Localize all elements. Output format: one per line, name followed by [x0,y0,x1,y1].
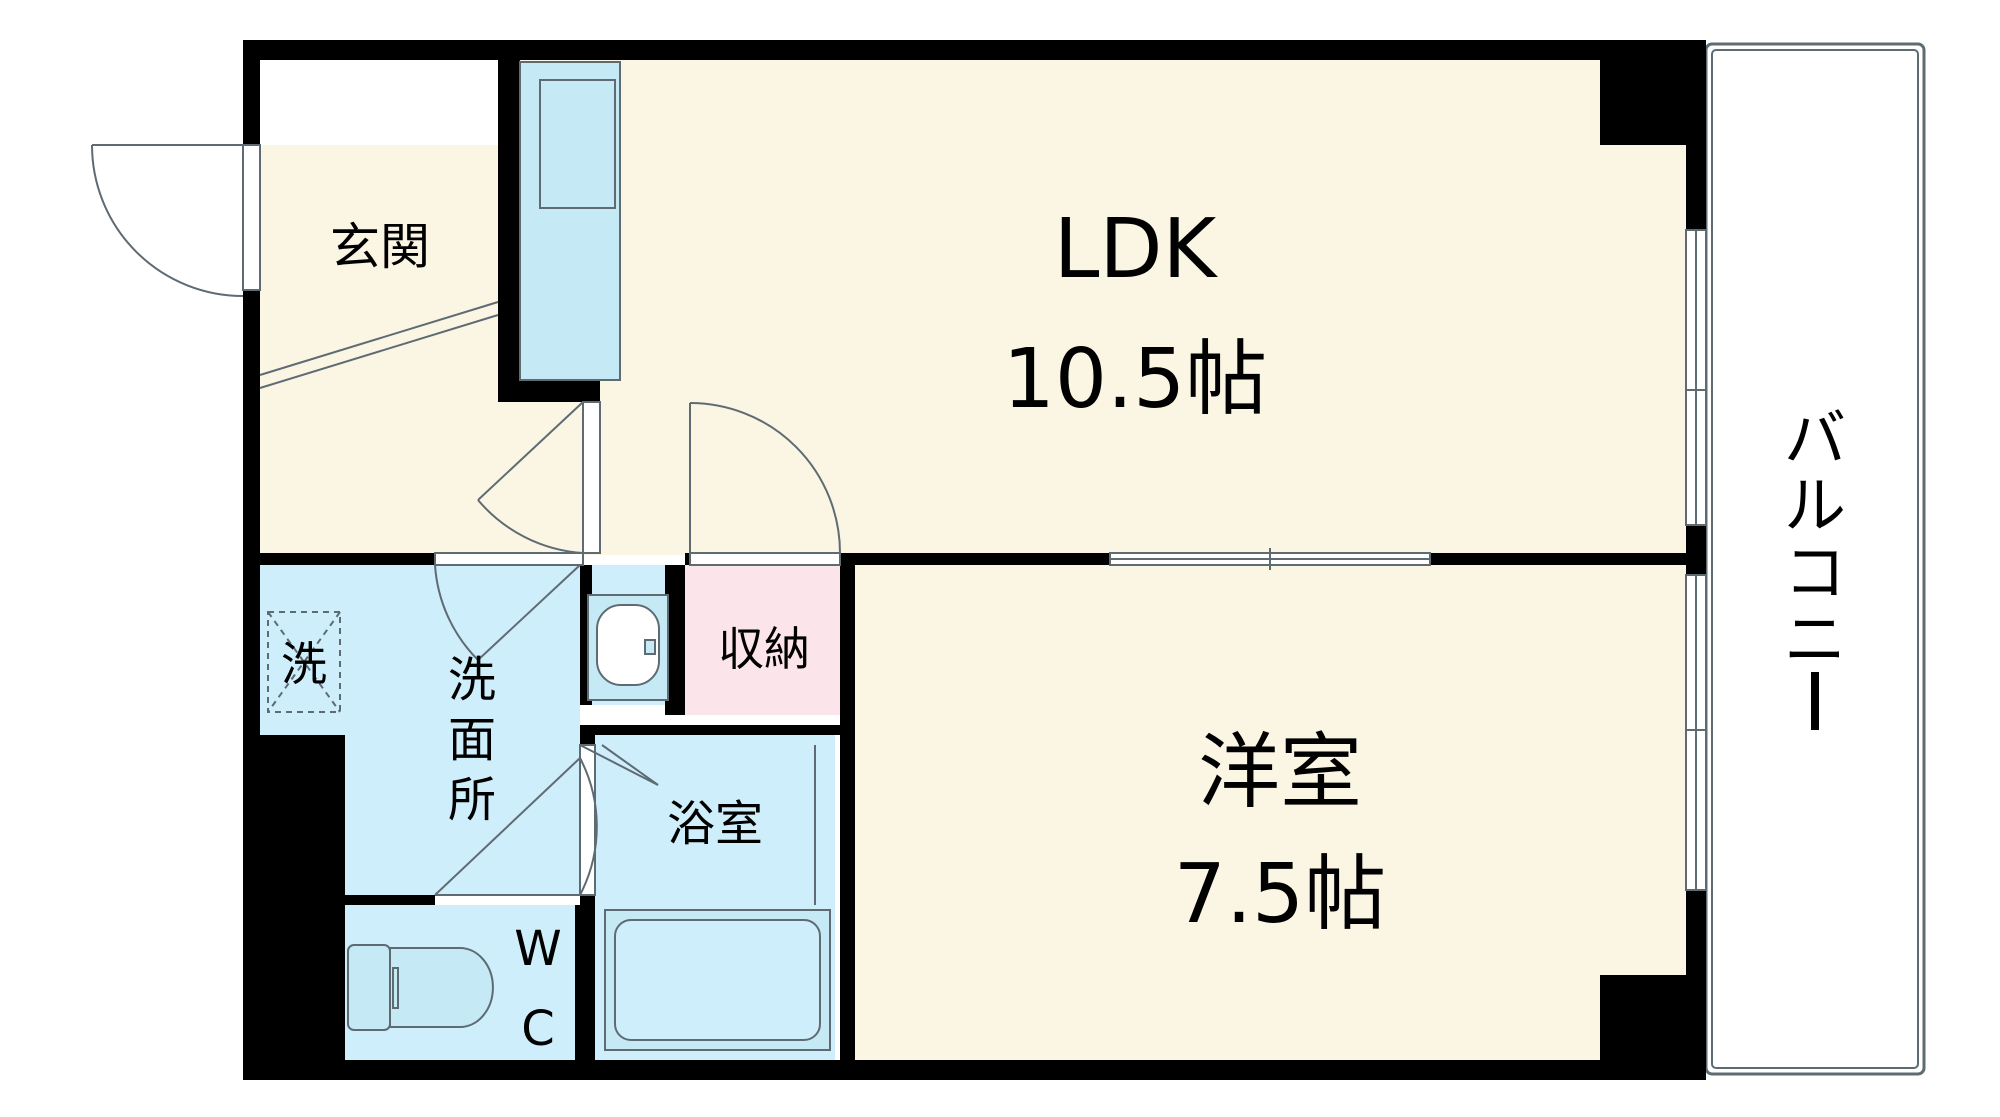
entrance-floor [260,145,520,555]
balcony-char-1: バ [1784,402,1846,475]
balcony-char-3: コ [1784,536,1846,609]
entrance-label: 玄関 [330,218,430,276]
entrance-door [91,144,261,297]
washroom-char-2: 面 [448,712,496,768]
western-room-floor [855,565,1686,1060]
washroom-inner-door [434,552,584,661]
balcony-inner [1711,49,1919,1069]
balcony-char-4: ニ [1784,603,1846,676]
balcony-char-2: ル [1784,469,1846,542]
balcony-char-5 [1811,672,1819,730]
ldk-name: LDK [1054,202,1219,297]
storage-floor [685,565,845,715]
outer-walls [243,40,1706,1080]
window-western [1685,574,1707,891]
western-room-size: 7.5帖 [1174,847,1386,942]
vanity-basin [587,594,669,701]
entrance-step [259,301,499,389]
bathtub [604,745,831,1051]
bath-label: 浴室 [667,796,763,852]
ldk-floor [520,60,1686,555]
bath-door [434,744,659,896]
wc-label-c: C [521,1001,555,1057]
washer-label: 洗 [281,637,327,691]
sliding-door [1109,548,1431,570]
washroom-door [477,401,601,554]
western-room-name: 洋室 [1198,725,1362,820]
washroom-char-1: 洗 [448,652,496,708]
ldk-size: 10.5帖 [1003,332,1268,427]
storage-door [689,402,841,566]
wc-label-w: W [514,921,561,977]
toilet [347,944,494,1031]
washer-space [267,611,341,713]
kitchen-counter [519,61,621,381]
window-ldk [1685,229,1707,526]
washroom-char-3: 所 [448,772,496,828]
storage-label: 収納 [718,622,810,676]
